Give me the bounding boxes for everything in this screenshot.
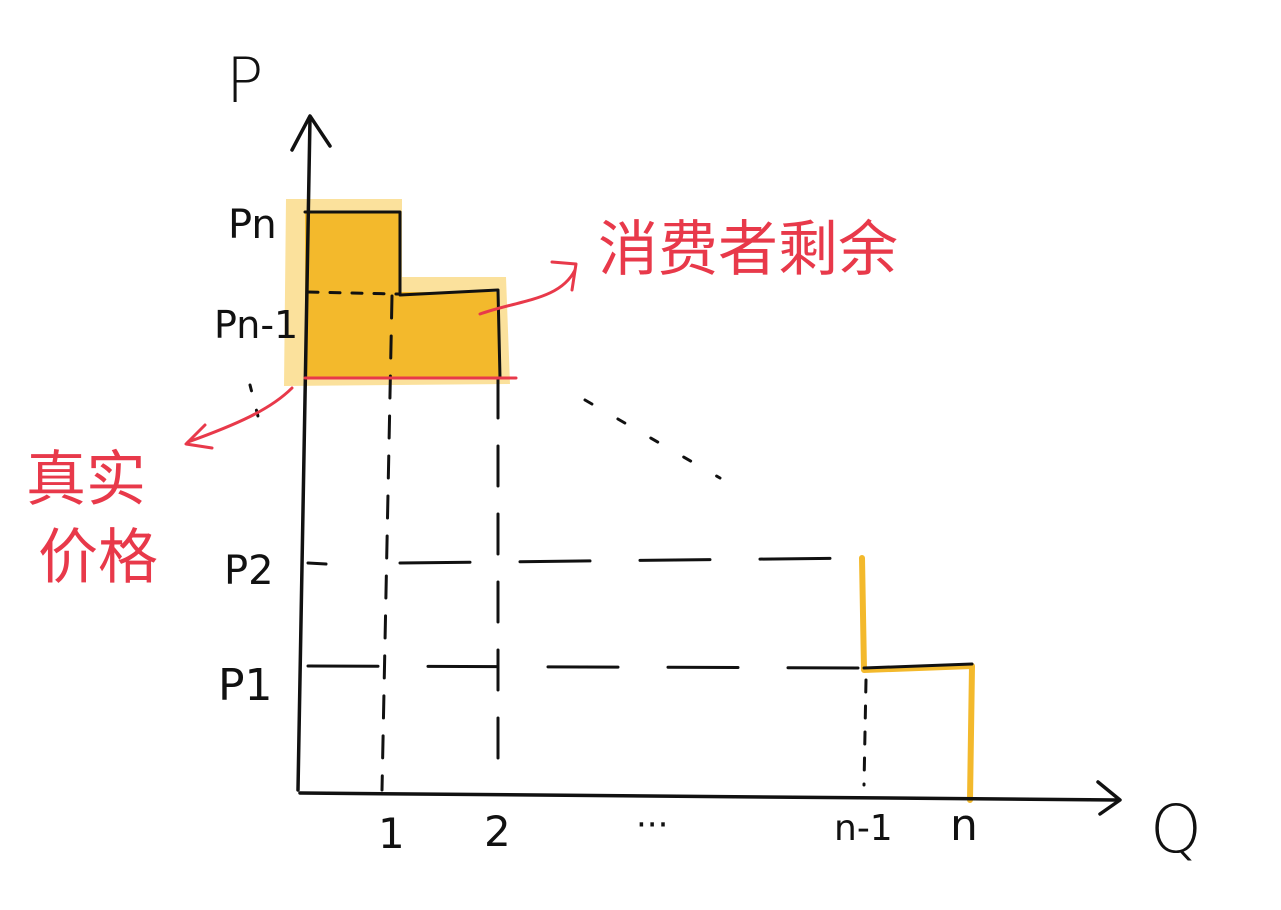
y-axis [290,114,332,792]
lower-step-highlight [859,555,975,803]
y-axis-label: P [226,44,263,117]
consumer-surplus-label: 消费者剩余 [598,215,898,285]
x-tick-1: 1 [378,809,405,858]
y-tick-pn-1: Pn-1 [214,303,298,347]
x-axis-label: Q [1150,791,1202,868]
price-arrow [184,386,294,450]
y-tick-pn: Pn [228,202,277,248]
x-tick-ellipsis: ··· [636,805,668,845]
x-axis [298,780,1122,816]
demand-steps-lower [862,662,974,670]
x-tick-2: 2 [484,807,511,856]
demand-steps-upper [303,210,502,380]
surplus-arrow [478,260,578,316]
y-tick-p1: P1 [218,660,273,711]
true-price-label-line2: 价格 [38,523,158,593]
y-tick-p2: P2 [224,548,274,594]
x-tick-n: n [950,800,978,851]
true-price-label-line1: 真实 [26,445,146,515]
x-tick-n-1: n-1 [834,808,893,849]
